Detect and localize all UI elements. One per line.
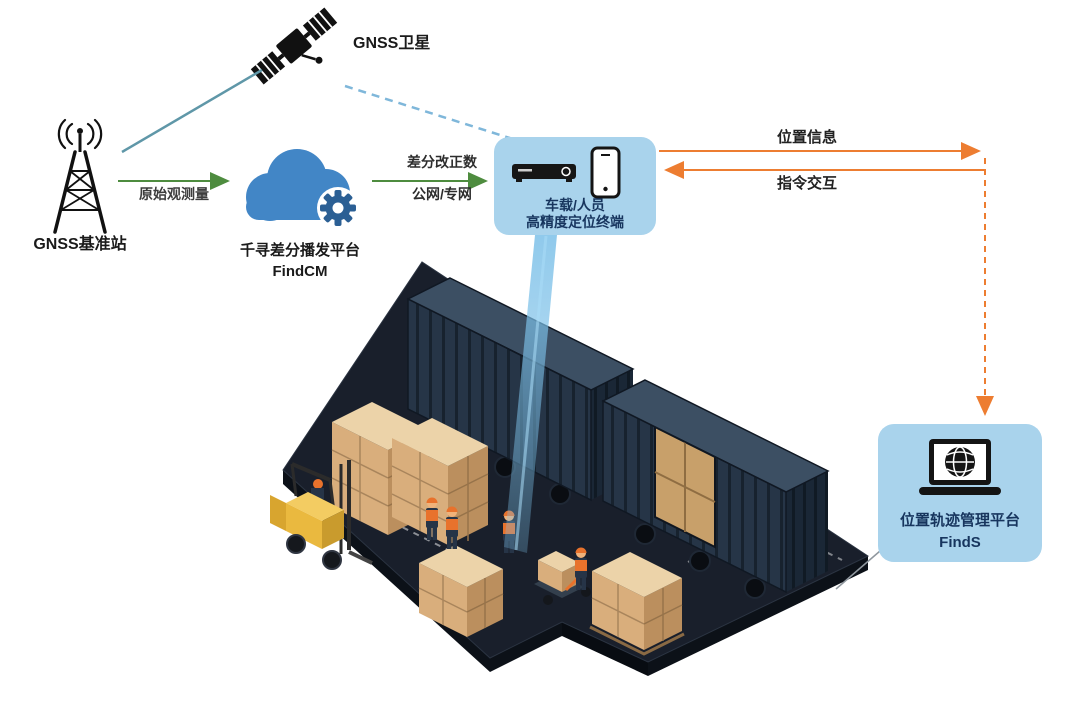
positioning-beam	[504, 235, 557, 553]
command-label: 指令交互	[776, 175, 837, 192]
satellite-icon	[250, 7, 338, 85]
cloud-icon	[246, 149, 359, 229]
correction-label-line2: 公网/专网	[412, 186, 472, 202]
satellite-basestation-line	[121, 68, 263, 154]
finds-platform-name: FindS	[939, 534, 981, 551]
terminal-label-line2: 高精度定位终端	[526, 214, 624, 230]
cloud-platform-name: FindCM	[272, 263, 328, 280]
forklift	[270, 460, 373, 570]
base-station-label: GNSS基准站	[33, 236, 127, 253]
scene-pointer-line	[835, 550, 881, 590]
shipping-container-2	[601, 379, 830, 599]
terminal-label-line1: 车载/人员	[545, 197, 605, 213]
correction-label-line1: 差分改正数	[407, 154, 477, 170]
satellite-terminal-dashed-line	[344, 84, 517, 142]
finds-platform-label: 位置轨迹管理平台	[899, 512, 1020, 529]
satellite-label: GNSS卫星	[353, 35, 431, 52]
smartphone-icon	[590, 146, 621, 199]
warehouse-scene	[270, 235, 881, 676]
receiver-icon	[512, 164, 576, 182]
laptop-globe-icon	[919, 439, 1001, 495]
cloud-platform-label: 千寻差分播发平台	[239, 242, 360, 259]
pallet-box-stacks	[331, 402, 685, 656]
gear-icon	[320, 190, 356, 226]
raw-observation-label: 原始观测量	[139, 186, 209, 202]
base-station-icon	[53, 118, 107, 234]
position-info-label: 位置信息	[776, 129, 837, 146]
